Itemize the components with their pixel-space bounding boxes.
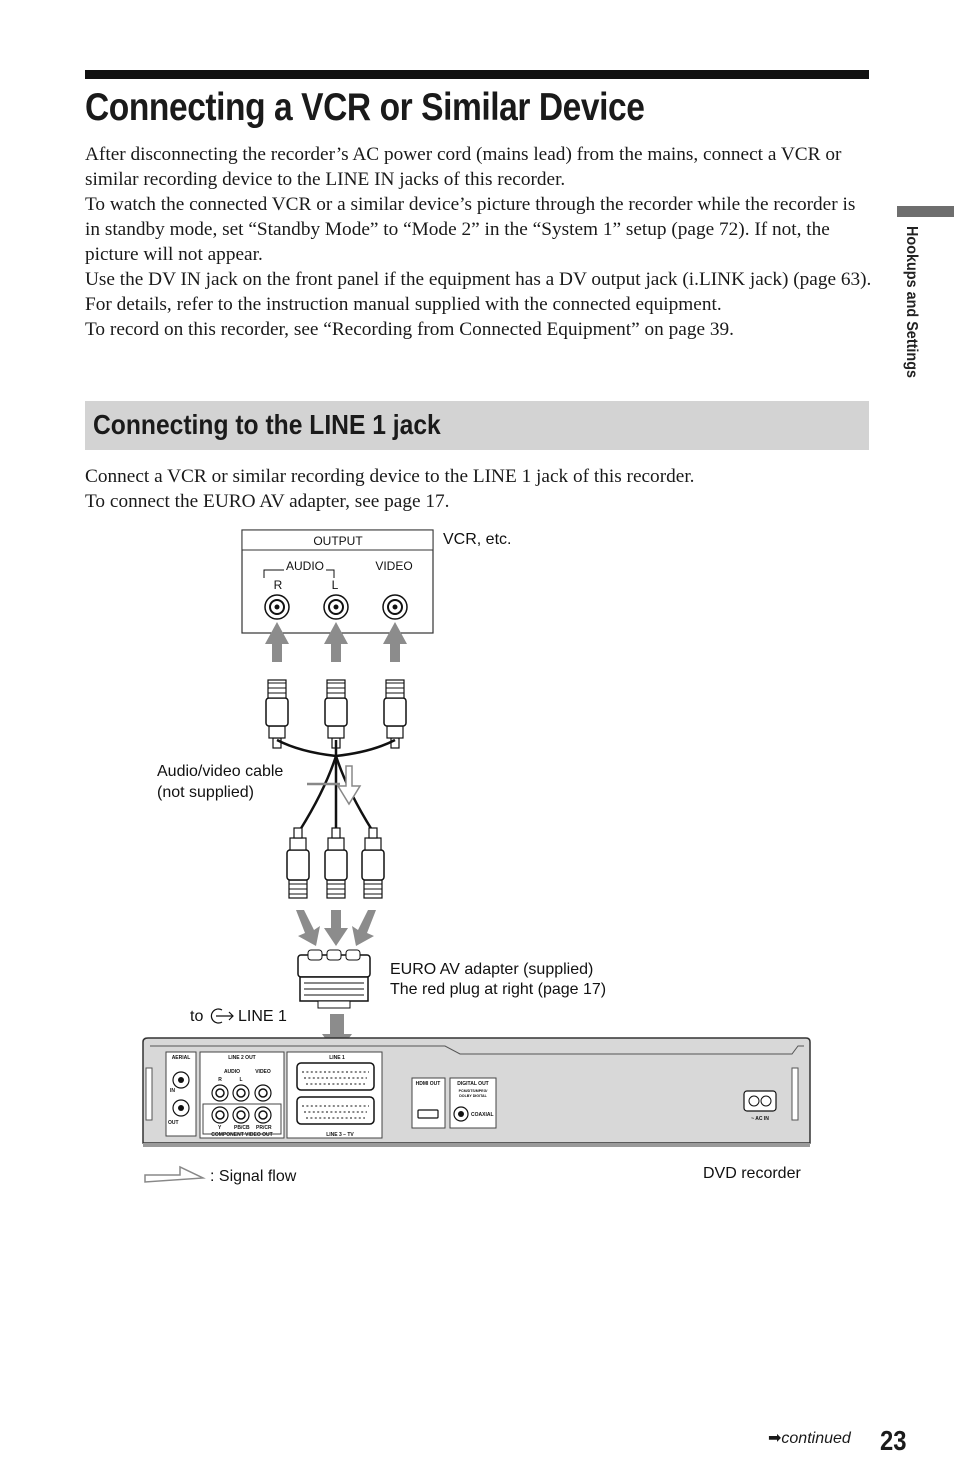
rear-line1-label: LINE 1 xyxy=(329,1055,345,1061)
dvd-recorder-rear-panel: AERIAL IN OUT LINE 2 OUT AUDIO R L VIDEO… xyxy=(142,1037,811,1147)
continued-arrow-icon: ➡ xyxy=(768,1430,782,1447)
cable-lower-plugs xyxy=(286,827,385,899)
aerial-in-label: IN xyxy=(170,1088,175,1094)
rca-plug xyxy=(265,679,289,749)
section-paragraph: To connect the EURO AV adapter, see page… xyxy=(85,491,450,512)
component-video-jacks xyxy=(211,1106,272,1124)
component-video-label: COMPONENT VIDEO OUT xyxy=(211,1132,272,1138)
component-pr-label: PR/CR xyxy=(256,1125,272,1131)
signal-flow-legend-icon xyxy=(144,1165,206,1183)
title-rule xyxy=(85,70,869,79)
digital-out-label: DIGITAL OUT xyxy=(457,1081,488,1087)
section-title: Connecting to the LINE 1 jack xyxy=(93,409,441,440)
hdmi-out-label: HDMI OUT xyxy=(416,1081,441,1087)
aerial-out-label: OUT xyxy=(168,1120,179,1126)
rca-plug xyxy=(383,679,407,749)
continued-text: continued xyxy=(781,1430,851,1447)
dolby-label: DOLBY DIGITAL xyxy=(459,1094,487,1098)
line2-audio-label: AUDIO xyxy=(224,1069,240,1075)
component-y-label: Y xyxy=(218,1125,222,1131)
vcr-audio-r-label: R xyxy=(274,578,283,592)
rca-plug xyxy=(324,679,348,749)
aerial-label: AERIAL xyxy=(172,1055,191,1061)
euro-av-adapter xyxy=(297,949,371,1009)
signal-arrows-to-adapter xyxy=(296,910,376,946)
line2-r-label: R xyxy=(218,1077,222,1083)
intro-paragraph: To watch the connected VCR or a similar … xyxy=(85,194,856,265)
vcr-label: VCR, etc. xyxy=(443,531,511,548)
page-number: 23 xyxy=(880,1425,907,1456)
cable-label: Audio/video cable xyxy=(157,763,283,780)
vcr-audio-l-label: L xyxy=(332,578,339,592)
ac-in-label: ~ AC IN xyxy=(751,1116,769,1122)
page-title: Connecting a VCR or Similar Device xyxy=(85,86,645,129)
to-line1-prefix: to xyxy=(190,1008,203,1025)
intro-paragraph: For details, refer to the instruction ma… xyxy=(85,294,722,315)
vcr-output-label: OUTPUT xyxy=(313,534,363,548)
vcr-video-label: VIDEO xyxy=(375,559,412,573)
line2-out-label: LINE 2 OUT xyxy=(228,1055,256,1061)
signal-direction-arrow xyxy=(336,765,362,806)
component-pb-label: PB/CB xyxy=(234,1125,250,1131)
vcr-audio-label: AUDIO xyxy=(286,559,324,573)
intro-paragraph: Use the DV IN jack on the front panel if… xyxy=(85,269,872,290)
intro-text: After disconnecting the recorder’s AC po… xyxy=(85,142,875,342)
side-tab-label: Hookups and Settings xyxy=(903,226,920,379)
line2-out-jacks xyxy=(211,1084,272,1102)
coaxial-label: COAXIAL xyxy=(471,1112,494,1118)
line-in-icon xyxy=(210,1008,234,1024)
vcr-audio-r-jack xyxy=(264,594,290,620)
dvd-recorder-label: DVD recorder xyxy=(703,1165,801,1182)
vcr-output-panel: OUTPUT AUDIO R L VIDEO xyxy=(241,529,434,634)
continued-note: ➡continued xyxy=(768,1428,851,1448)
vcr-video-jack xyxy=(382,594,408,620)
line2-video-label: VIDEO xyxy=(255,1069,271,1075)
section-paragraph: Connect a VCR or similar recording devic… xyxy=(85,466,695,487)
cable-label-note: (not supplied) xyxy=(157,784,254,801)
section-heading-band xyxy=(85,401,869,450)
adapter-label: EURO AV adapter (supplied) xyxy=(390,961,593,978)
line2-l-label: L xyxy=(239,1077,242,1083)
to-line1-label: LINE 1 xyxy=(238,1008,287,1025)
pcm-label: PCM/DTS/MPEG/ xyxy=(459,1089,488,1093)
signal-flow-legend: : Signal flow xyxy=(210,1168,297,1185)
rear-line3-tv-label: LINE 3 – TV xyxy=(326,1132,354,1138)
vcr-audio-l-jack xyxy=(323,594,349,620)
adapter-label-note: The red plug at right (page 17) xyxy=(390,981,606,998)
intro-paragraph: To record on this recorder, see “Recordi… xyxy=(85,319,734,340)
intro-paragraph: After disconnecting the recorder’s AC po… xyxy=(85,144,842,190)
section-text: Connect a VCR or similar recording devic… xyxy=(85,464,875,514)
side-tab-marker xyxy=(897,206,954,217)
cable-upper-plugs xyxy=(265,679,407,749)
signal-arrows-to-vcr xyxy=(265,622,407,662)
